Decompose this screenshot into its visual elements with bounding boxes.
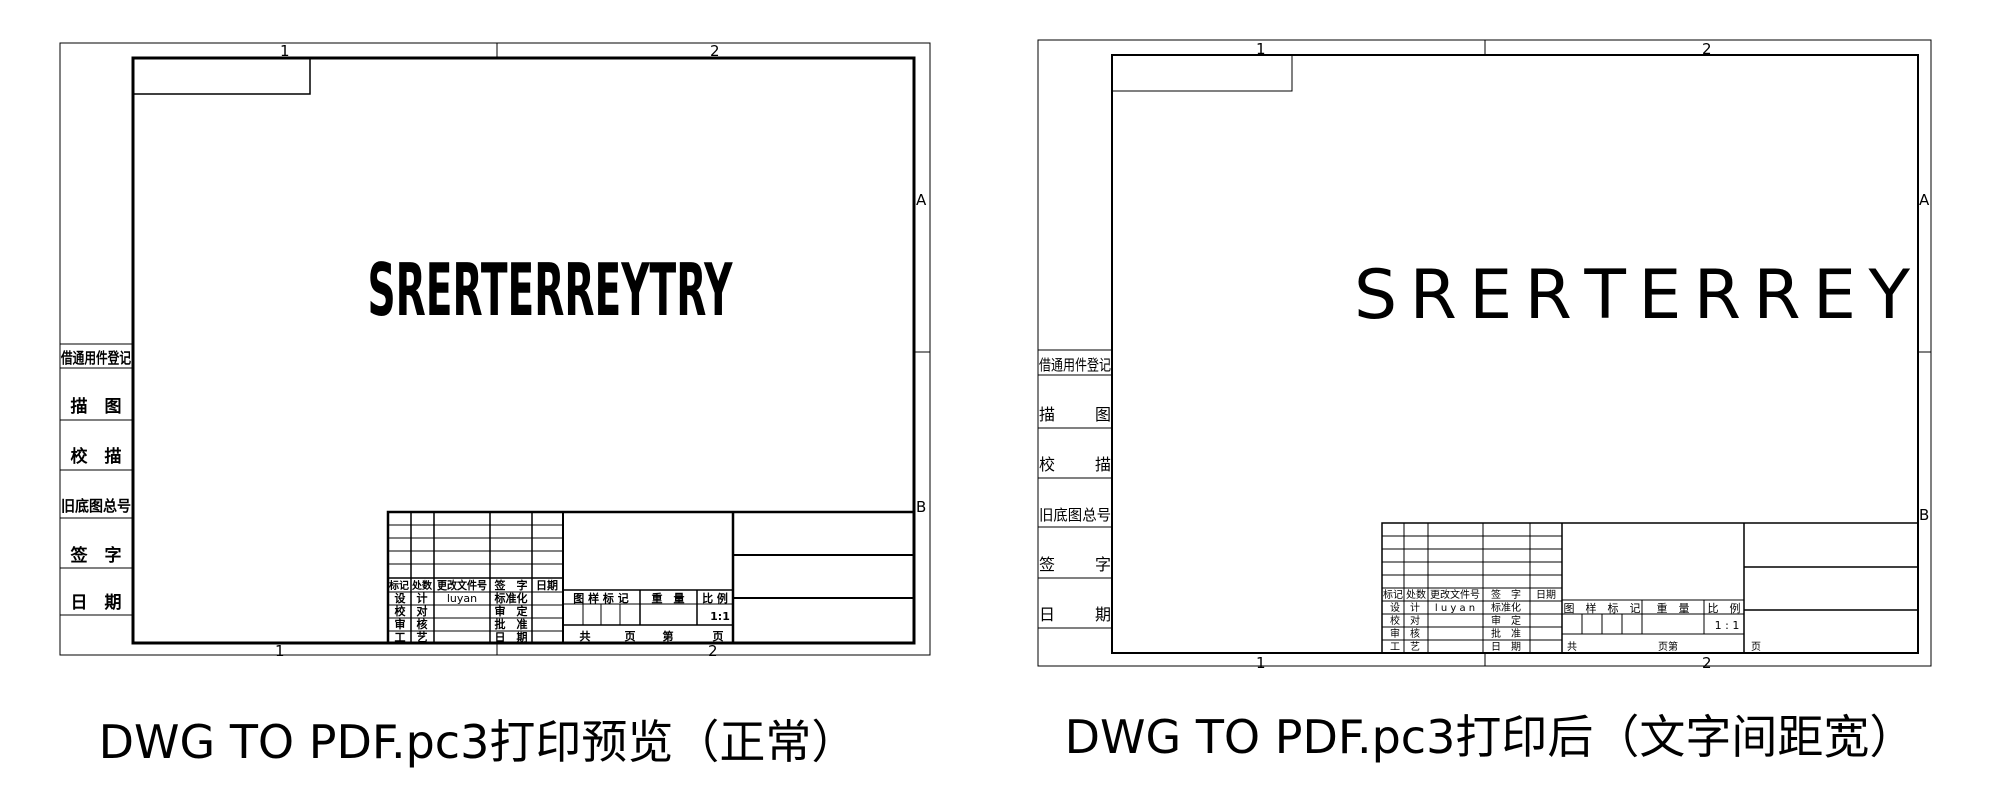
left-tb-sheet-2: 页 — [625, 630, 636, 643]
right-main-text: S R E R T E R R E Y — [1354, 256, 1910, 335]
left-zone-top-2: 2 — [710, 42, 720, 60]
left-side-label-2: 描 图 — [71, 396, 122, 417]
left-tb-sheet-4: 页 — [713, 630, 724, 643]
left-main-text: SRERTERREYTRY — [368, 248, 733, 332]
right-tb-mid-2: 重 量 — [1657, 601, 1690, 615]
left-side-label-1: 借通用件登记 — [60, 349, 131, 367]
right-corner-box — [1111, 54, 1293, 92]
right-tb-sheet-2: 页第 — [1658, 640, 1678, 653]
left-tb-row3-label: 审 核 — [395, 617, 428, 631]
right-tb-scale: 1 : 1 — [1715, 619, 1740, 632]
right-tb-header-2: 处数 — [1406, 588, 1426, 601]
left-tb-mid-2: 重 量 — [652, 591, 685, 605]
left-tb-row2-right: 审 定 — [495, 604, 528, 618]
right-side-label-5: 签 字 — [1039, 555, 1111, 574]
left-side-label-3: 校 描 — [71, 446, 122, 467]
right-zone-side-b: B — [1919, 506, 1929, 524]
right-zone-top-2: 2 — [1702, 40, 1712, 58]
left-outer-border — [59, 42, 931, 656]
right-tb-row1-name: l u y a n — [1435, 603, 1475, 614]
right-tb-row2-label: 校 对 — [1390, 614, 1420, 627]
right-zone-bottom-1: 1 — [1256, 654, 1266, 672]
left-tb-header-1: 标记 — [388, 579, 409, 592]
right-zone-bottom-2: 2 — [1702, 654, 1712, 672]
left-caption: DWG TO PDF.pc3打印预览（正常） — [99, 715, 858, 769]
right-tb-header-1: 标记 — [1383, 589, 1403, 601]
right-side-strip: 借通用件登记 描 图 校 描 旧底图总号 签 字 日 期 — [1038, 349, 1112, 629]
left-tb-row1-name: luyan — [447, 592, 477, 605]
left-tb-sheet-1: 共 — [580, 629, 591, 643]
right-zone-side-a: A — [1919, 191, 1930, 209]
left-tb-header-5: 日期 — [536, 578, 558, 592]
left-tb-scale: 1:1 — [710, 610, 730, 623]
left-tb-row1-right: 标准化 — [494, 591, 528, 605]
left-tb-header-4: 签 字 — [494, 578, 528, 592]
right-tb-mid-1: 图 样 标 记 — [1564, 601, 1641, 615]
left-zone-side-b: B — [916, 498, 926, 516]
left-title-block: 标记 处数 更改文件号 签 字 日期 设 计 luyan 标准化 校 对 审 定… — [386, 510, 916, 645]
left-tb-sheet-3: 第 — [663, 629, 674, 643]
left-zone-side-a: A — [916, 191, 927, 209]
left-tb-header-3: 更改文件号 — [437, 578, 487, 592]
left-drawing: 1 2 1 2 A B SRERTERREYTRY 借通用件登记 描 图 校 描… — [59, 42, 931, 769]
right-tb-sheet-3: 页 — [1751, 641, 1761, 653]
right-side-label-1: 借通用件登记 — [1039, 356, 1111, 374]
left-side-label-5: 签 字 — [70, 545, 122, 566]
left-corner-box — [132, 57, 311, 95]
left-tb-header-2: 处数 — [411, 579, 433, 592]
left-tb-row2-label: 校 对 — [395, 604, 428, 618]
right-title-block: 标记 处数 更改文件号 签 字 日期 设 计 l u y a n 标准化 校 对… — [1381, 522, 1919, 654]
right-tb-row2-right: 审 定 — [1491, 614, 1521, 627]
right-tb-row3-label: 审 核 — [1390, 627, 1420, 640]
right-drawing: 1 2 1 2 A B S R E R T E R R E Y 借通用件登记 描… — [1037, 39, 1932, 764]
left-side-label-4: 旧底图总号 — [61, 497, 131, 515]
left-side-strip: 借通用件登记 描 图 校 描 旧底图总号 签 字 日 期 — [60, 343, 133, 616]
right-zone-top-1: 1 — [1256, 40, 1266, 58]
left-tb-mid-3: 比 例 — [702, 591, 728, 605]
right-tb-row3-right: 批 准 — [1491, 627, 1521, 640]
left-tb-row1-label: 设 计 — [395, 591, 428, 605]
left-zone-bottom-2: 2 — [708, 642, 718, 660]
left-tb-row4-label: 工 艺 — [395, 630, 428, 644]
left-zone-bottom-1: 1 — [275, 642, 285, 660]
right-side-label-6: 日 期 — [1039, 605, 1111, 624]
right-tb-sheet-1: 共 — [1567, 641, 1577, 653]
right-tb-row4-label: 工 艺 — [1390, 641, 1420, 653]
left-tb-row3-right: 批 准 — [495, 617, 528, 631]
right-tb-row1-right: 标准化 — [1491, 601, 1521, 614]
right-tb-header-4: 签 字 — [1491, 588, 1521, 601]
right-side-label-2: 描 图 — [1039, 405, 1111, 424]
right-tb-row4-right: 日 期 — [1491, 641, 1521, 653]
right-side-label-4: 旧底图总号 — [1039, 506, 1111, 524]
left-side-label-6: 日 期 — [71, 593, 122, 613]
right-tb-row1-label: 设 计 — [1390, 601, 1420, 614]
right-tb-mid-3: 比 例 — [1708, 601, 1741, 615]
right-inner-border — [1111, 54, 1919, 654]
right-caption: DWG TO PDF.pc3打印后（文字间距宽） — [1065, 710, 1916, 764]
right-tb-header-5: 日期 — [1536, 589, 1556, 601]
right-tb-header-3: 更改文件号 — [1430, 588, 1480, 601]
left-tb-mid-1: 图 样 标 记 — [573, 591, 629, 605]
right-outer-border — [1037, 39, 1932, 667]
left-tb-row4-right: 日 期 — [495, 630, 528, 644]
left-zone-top-1: 1 — [280, 42, 290, 60]
right-side-label-3: 校 描 — [1039, 455, 1111, 474]
